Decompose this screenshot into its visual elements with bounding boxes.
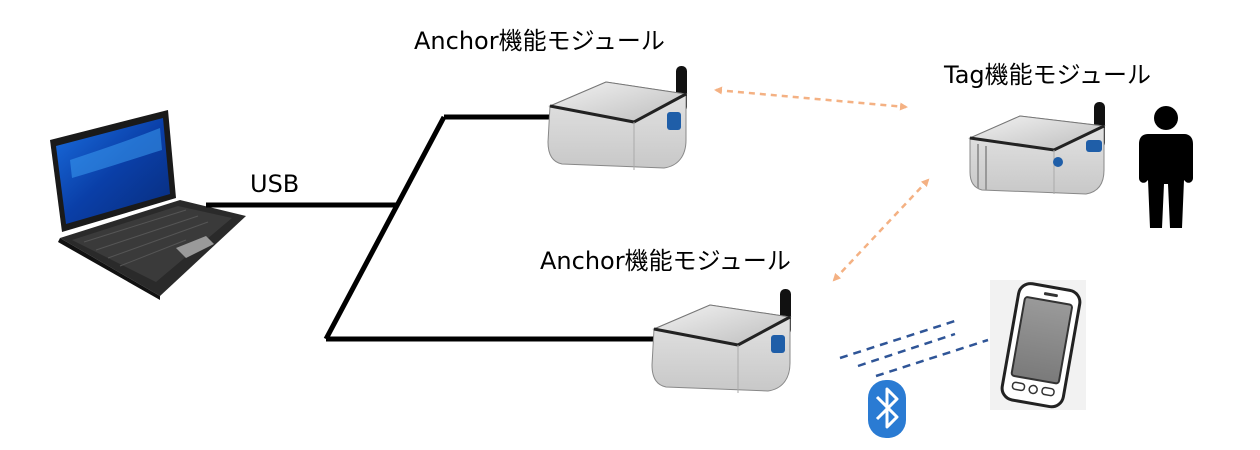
usb-label: USB bbox=[250, 170, 300, 198]
anchor-module-top bbox=[547, 66, 688, 170]
smartphone-icon bbox=[990, 280, 1086, 410]
tag-module bbox=[968, 102, 1106, 195]
ranging-arrow-anchor-tag bbox=[714, 86, 908, 111]
anchor-bottom-label: Anchor機能モジュール bbox=[540, 247, 791, 275]
usb-cable bbox=[206, 114, 656, 342]
anchor-top-label: Anchor機能モジュール bbox=[414, 27, 665, 55]
ranging-arrows bbox=[714, 86, 930, 282]
bluetooth-icon bbox=[868, 380, 906, 438]
anchor-module-bottom bbox=[651, 289, 792, 393]
laptop bbox=[50, 110, 246, 300]
bluetooth-signal bbox=[839, 318, 989, 378]
tag-label: Tag機能モジュール bbox=[944, 61, 1151, 89]
ranging-arrow-anchor2-tag bbox=[832, 178, 930, 282]
person-icon bbox=[1139, 106, 1193, 228]
